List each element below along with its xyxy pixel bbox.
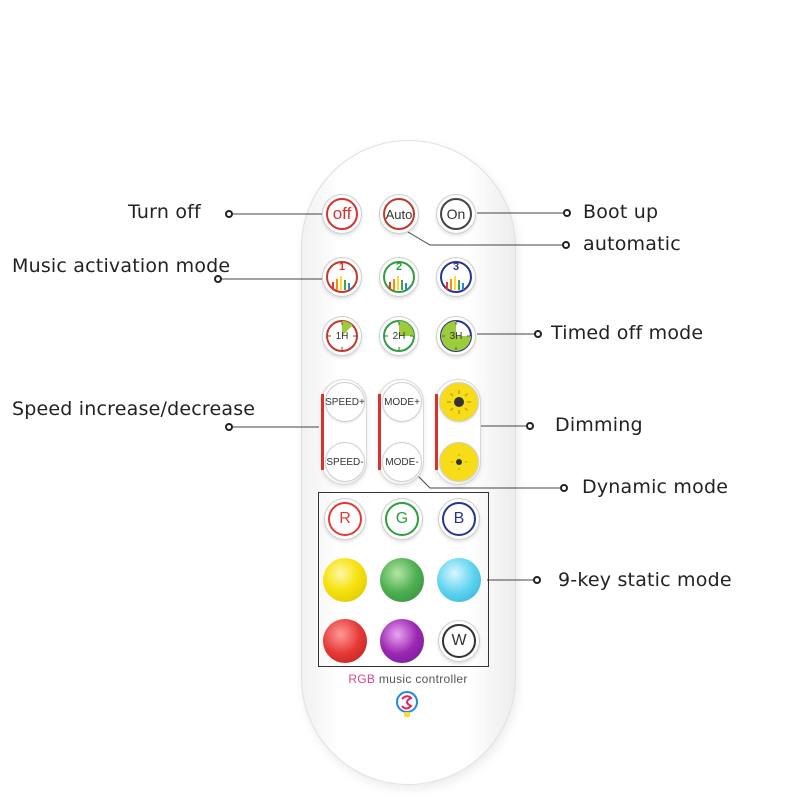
brand-rgb: RGB xyxy=(348,672,376,686)
speed-accent xyxy=(321,394,324,470)
bulb-logo-icon xyxy=(396,691,418,717)
brightness-up-button[interactable] xyxy=(439,382,479,422)
speed-down-label: SPEED- xyxy=(326,456,364,468)
callout-boot-up: Boot up xyxy=(583,201,659,223)
green-button[interactable]: G xyxy=(381,498,423,540)
timer-2h-button[interactable]: 2H xyxy=(379,316,419,356)
brightness-down-button[interactable] xyxy=(439,442,479,482)
cyan-button[interactable] xyxy=(437,558,481,602)
mode-down-label: MODE- xyxy=(385,456,419,468)
music-mode-1-label: 1 xyxy=(338,261,346,273)
light-green-button[interactable] xyxy=(380,558,424,602)
speed-up-label: SPEED+ xyxy=(325,396,365,408)
green-button-label: G xyxy=(395,510,409,527)
auto-button-label: Auto xyxy=(385,206,413,222)
equalizer-icon xyxy=(332,276,350,290)
dimming-accent xyxy=(435,394,438,470)
music-mode-1-button[interactable]: 1 xyxy=(322,257,362,297)
mode-accent xyxy=(378,394,381,470)
equalizer-icon xyxy=(389,276,407,290)
speed-pill: SPEED+ SPEED- xyxy=(321,379,367,485)
dimming-pill xyxy=(435,379,481,485)
yellow-button[interactable] xyxy=(323,558,367,602)
callout-static-mode: 9-key static mode xyxy=(558,569,732,591)
equalizer-icon xyxy=(446,276,464,290)
brand-rest: music controller xyxy=(375,672,468,686)
music-mode-3-button[interactable]: 3 xyxy=(436,257,476,297)
music-mode-3-label: 3 xyxy=(452,261,460,273)
sun-dim-icon xyxy=(451,454,467,470)
speed-up-button[interactable]: SPEED+ xyxy=(325,382,365,422)
music-mode-2-button[interactable]: 2 xyxy=(379,257,419,297)
mode-pill: MODE+ MODE- xyxy=(378,379,424,485)
timer-clock-icon xyxy=(326,320,358,352)
red-button[interactable]: R xyxy=(324,498,366,540)
callout-dimming: Dimming xyxy=(555,414,643,436)
callout-turn-off: Turn off xyxy=(128,201,201,223)
deep-red-button[interactable] xyxy=(323,619,367,663)
purple-button[interactable] xyxy=(380,619,424,663)
auto-button[interactable]: Auto xyxy=(379,194,419,234)
timer-3h-label: 3H xyxy=(449,330,463,342)
red-button-label: R xyxy=(339,510,351,527)
blue-button-label: B xyxy=(453,510,465,527)
on-button-label: On xyxy=(446,206,466,222)
callout-music-activation: Music activation mode xyxy=(12,255,231,277)
static-mode-grid xyxy=(318,492,489,667)
timer-1h-label: 1H xyxy=(335,330,349,342)
on-button[interactable]: On xyxy=(436,194,476,234)
mode-up-button[interactable]: MODE+ xyxy=(382,382,422,422)
music-mode-2-label: 2 xyxy=(395,261,403,273)
off-button[interactable]: off xyxy=(322,194,362,234)
speed-down-button[interactable]: SPEED- xyxy=(325,442,365,482)
white-button[interactable]: W xyxy=(438,620,480,662)
timer-clock-icon xyxy=(440,320,472,352)
mode-down-button[interactable]: MODE- xyxy=(382,442,422,482)
timer-3h-button[interactable]: 3H xyxy=(436,316,476,356)
timer-2h-label: 2H xyxy=(392,330,406,342)
callout-automatic: automatic xyxy=(583,233,681,255)
sun-bright-icon xyxy=(447,390,471,414)
timer-1h-button[interactable]: 1H xyxy=(322,316,362,356)
brand-label: RGB music controller xyxy=(318,672,498,686)
callout-speed: Speed increase/decrease xyxy=(12,398,256,420)
callout-timed-off: Timed off mode xyxy=(551,322,704,344)
timer-clock-icon xyxy=(383,320,415,352)
off-button-label: off xyxy=(332,204,352,223)
callout-dynamic-mode: Dynamic mode xyxy=(582,476,729,498)
mode-up-label: MODE+ xyxy=(384,396,420,408)
blue-button[interactable]: B xyxy=(438,498,480,540)
white-button-label: W xyxy=(451,632,467,649)
